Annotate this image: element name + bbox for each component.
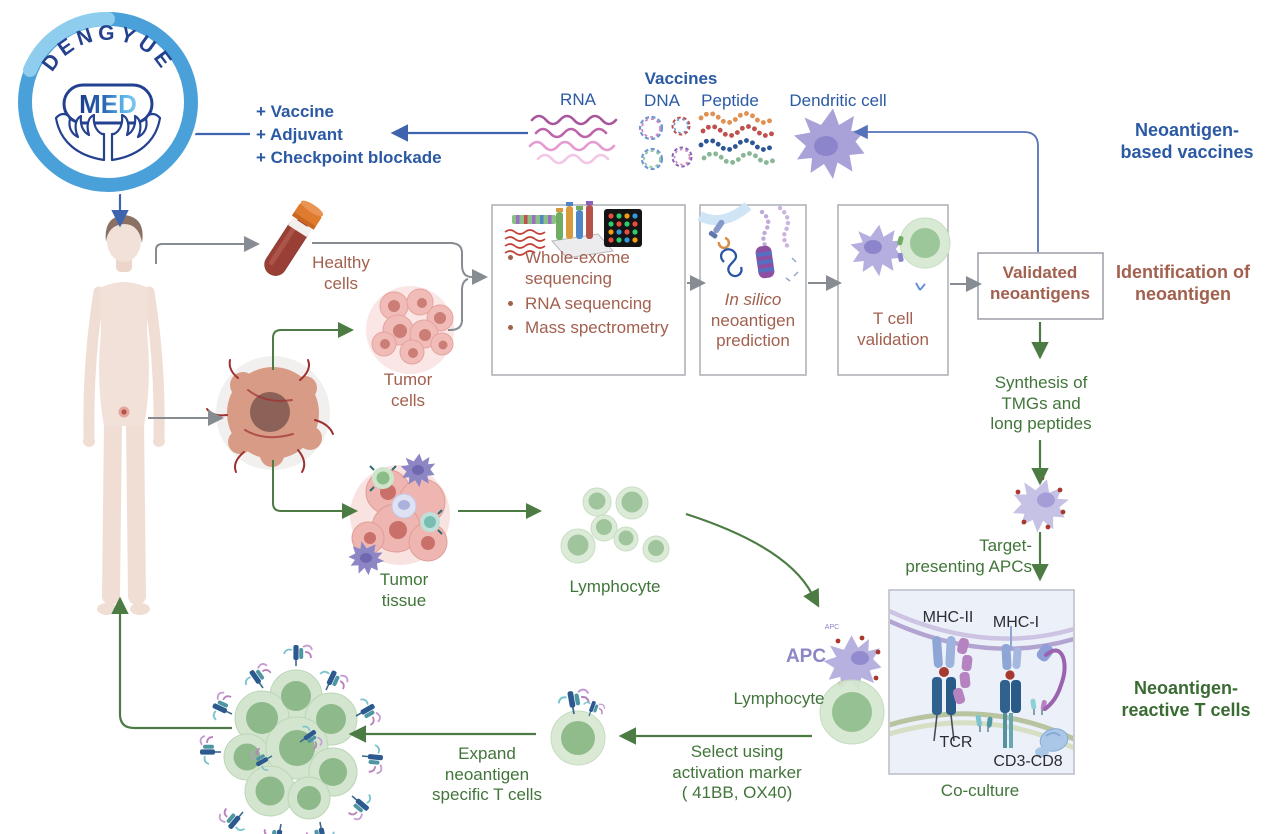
microarray-icon [604,209,642,247]
tumor-tissue-icon [342,453,450,582]
rna-icon [528,114,618,165]
tumor-icon [206,356,334,473]
cd3cd8-label: CD3-CD8 [993,753,1063,770]
sequencing-item-wes: Whole-exome sequencing [525,247,693,290]
dna-icon [638,115,693,171]
arrow-blood-to-sequencing [312,242,488,285]
sequencer-icon [551,201,614,259]
rna-label: RNA [560,90,596,109]
apc-label: APC [785,646,827,667]
dendritic-cell-icon [794,108,866,179]
vaccines-title: Vaccines [644,69,718,88]
mhc2-complex [932,635,973,742]
section-label-reactive-tcells: Neoantigen- reactive T cells [1121,678,1251,720]
tumor-cells-icon [366,286,454,374]
logo-capsule [62,83,154,125]
target-apc-icon [1008,474,1072,537]
logo-hands-icon [54,112,162,162]
therapy-additions-label: + Vaccine + Adjuvant + Checkpoint blocka… [256,102,442,167]
tumor-tissue-label: Tumor tissue [379,570,429,610]
mhc1-label: MHC-I [992,614,1040,631]
tumor-cells-label: Tumor cells [383,370,433,410]
healthy-cells-label: Healthy cells [312,253,370,293]
section-label-identification: Identification of neoantigen [1116,262,1250,304]
tcell-validation-icon [850,217,951,291]
blood-tube-icon [264,200,324,276]
sequencing-item-rnaseq: RNA sequencing [525,293,693,314]
insilico-rest: neoantigen prediction [710,310,796,351]
dna-strip-icon [512,215,556,224]
peptide-label: Peptide [701,91,759,110]
human-figure [83,215,165,615]
apc-small-label: APC [824,624,840,631]
sequencing-icons [504,201,642,259]
insilico-em: In silico [724,290,782,309]
sequencing-item-massspec: Mass spectrometry [525,317,693,338]
rna-squiggle-icon [504,229,546,256]
target-apcs-label: Target- presenting APCs [905,536,1032,576]
arrow-tumor-to-tumorcells [272,322,354,370]
coculture-diagram [890,608,1073,757]
section-label-neoantigen-vaccines: Neoantigen- based vaccines [1120,120,1254,162]
peptide-icon [698,111,779,165]
arrow-patient-to-blood [155,236,260,264]
sequencing-list: Whole-exome sequencing RNA sequencing Ma… [505,247,693,342]
single-tcell-icon [550,687,607,766]
expand-tcells-label: Expand neoantigen specific T cells [432,744,542,805]
arrow-tumor-to-tissue [272,460,358,519]
arrow-validated-to-dendritic [853,124,1039,252]
coculture-caption: Co-culture [940,781,1020,800]
select-marker-label: Select using activation marker ( 41BB, O… [672,742,802,803]
lymphocyte-label: Lymphocyte [569,577,661,596]
mhc2-label: MHC-II [922,609,974,626]
tissue-lymphocyte [369,465,397,492]
validated-neoantigens-box [977,252,1104,320]
lymphocyte-cluster-icon [560,486,670,564]
logo-med-text: MED [79,89,137,119]
arrow-expand-to-patient [111,596,232,730]
dna-label: DNA [644,91,680,110]
tissue-lymphocyte2 [420,509,443,535]
lymphocyte-cell-icon [819,679,885,745]
validated-neoantigens-label: Validated neoantigens [989,263,1091,303]
tcr-label: TCR [939,734,973,751]
insilico-icons [697,202,799,282]
expanded-tcell-cluster-icon [199,644,385,834]
tcell-validation-label: T cell validation [857,309,929,349]
dengyue-med-logo: DENGYUE MED [15,9,201,195]
arrow-lymphocyte-to-coculture [685,512,820,608]
mhc1-complex [975,626,1069,757]
lymphocyte-coculture-label: Lymphocyte [733,689,825,708]
arrow-tumorcells-to-sequencing [448,278,469,331]
synthesis-label: Synthesis of TMGs and long peptides [990,373,1092,434]
dendritic-cell-label: Dendritic cell [789,91,887,110]
